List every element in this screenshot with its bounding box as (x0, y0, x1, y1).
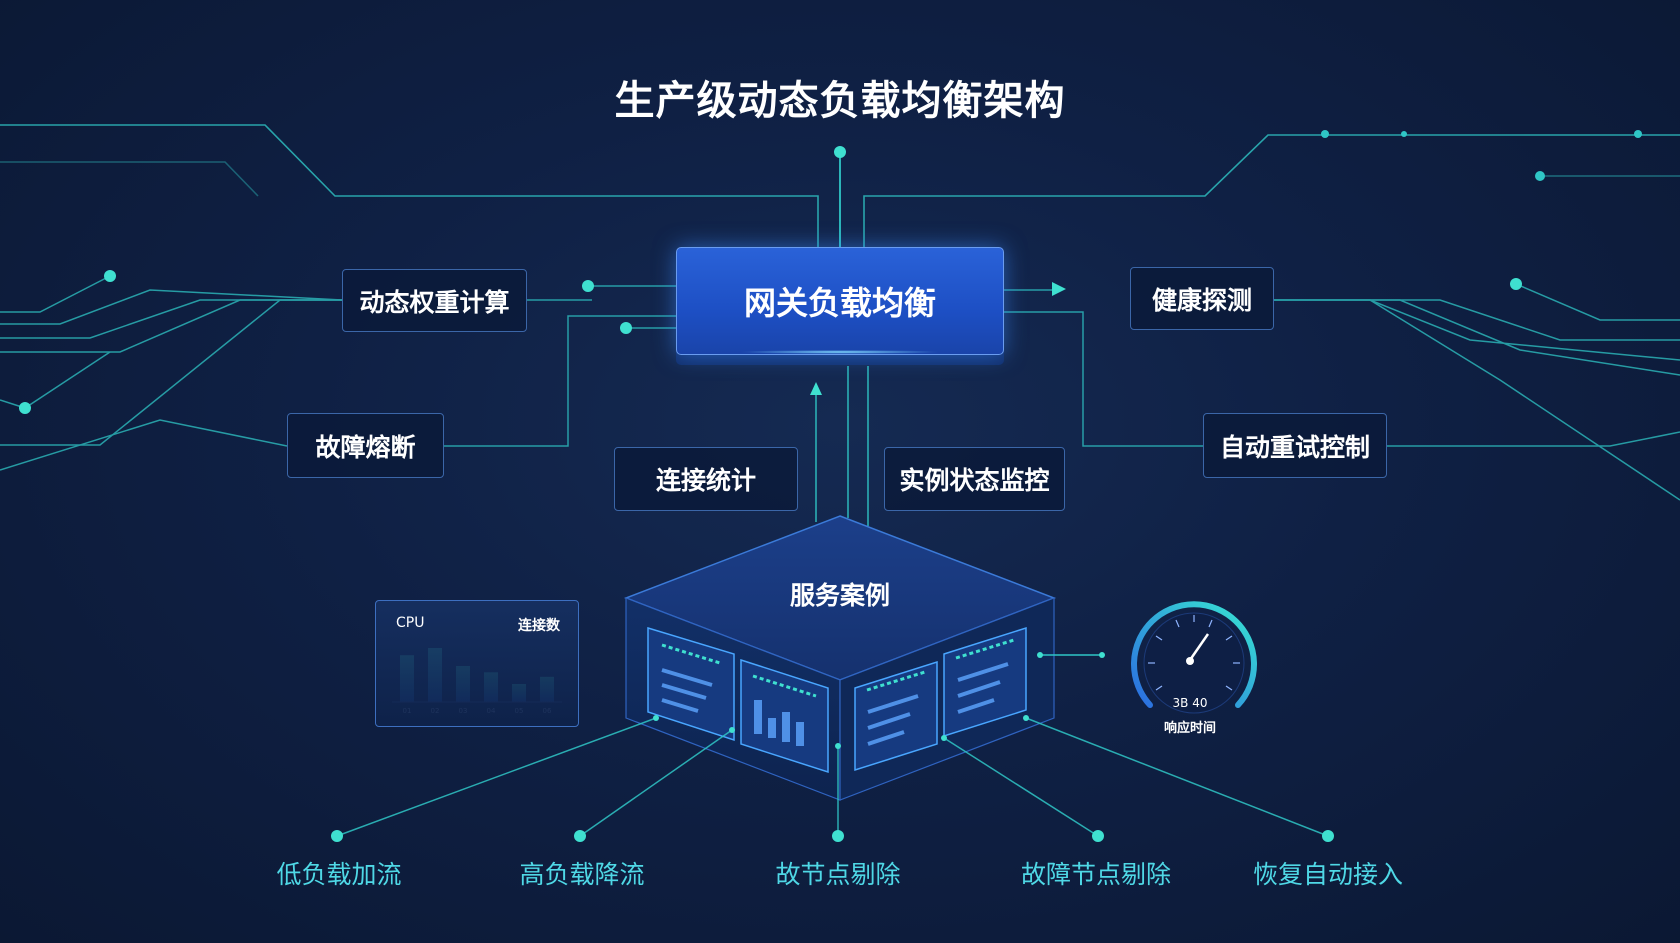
page-title: 生产级动态负载均衡架构 (614, 78, 1066, 124)
server-tile-4 (943, 626, 1027, 738)
server-tile-1 (647, 626, 735, 742)
gauge-ticks (1148, 615, 1240, 691)
gauge-needle (1188, 633, 1210, 661)
right-fan-traces (1004, 283, 1680, 501)
top-left-traces (0, 124, 819, 247)
arrow-to-health (1052, 282, 1066, 296)
action-faulty-node-removal: 故障节点剔除 (1020, 860, 1172, 889)
gauge-value: 3B 40 (1172, 696, 1208, 710)
action-nodes (331, 715, 1334, 842)
cluster-gauge-node-end (1099, 652, 1105, 658)
hub-top-node (834, 146, 846, 158)
right-fan-node (1510, 278, 1522, 290)
server-tile-3 (854, 660, 938, 772)
server-tile-2 (740, 658, 829, 774)
connection-stats-box: 连接统计 (614, 447, 798, 511)
action-auto-rejoin: 恢复自动接入 (1252, 860, 1404, 889)
hub-glow (740, 350, 940, 354)
action-node-removal: 故节点剔除 (775, 860, 901, 889)
response-time-gauge (1131, 601, 1257, 714)
action-high-load: 高负载降流 (519, 860, 645, 889)
gauge-label: 响应时间 (1163, 721, 1216, 736)
health-check-box: 健康探测 (1130, 267, 1274, 330)
circuit-breaker-box: 故障熔断 (287, 413, 444, 478)
left-fan-nodes (19, 270, 632, 414)
gateway-load-balancer: 网关负载均衡 (676, 247, 1004, 355)
dynamic-weight-box: 动态权重计算 (342, 269, 527, 332)
instance-monitor-box: 实例状态监控 (884, 447, 1065, 511)
cpu-label: CPU (396, 615, 425, 631)
top-right-nodes (1321, 130, 1642, 181)
action-low-load: 低负载加流 (276, 860, 402, 889)
server-tiles (647, 626, 1027, 774)
service-cluster-label: 服务案例 (789, 581, 890, 610)
arrow-up (810, 382, 822, 395)
connections-label: 连接数 (518, 618, 560, 634)
auto-retry-box: 自动重试控制 (1203, 413, 1387, 478)
cluster-gauge-node (1037, 652, 1043, 658)
cpu-panel: CPU 连接数 (375, 600, 579, 727)
top-right-traces (863, 134, 1680, 247)
hub-cluster-lines (815, 366, 869, 526)
action-connectors (336, 717, 1329, 837)
